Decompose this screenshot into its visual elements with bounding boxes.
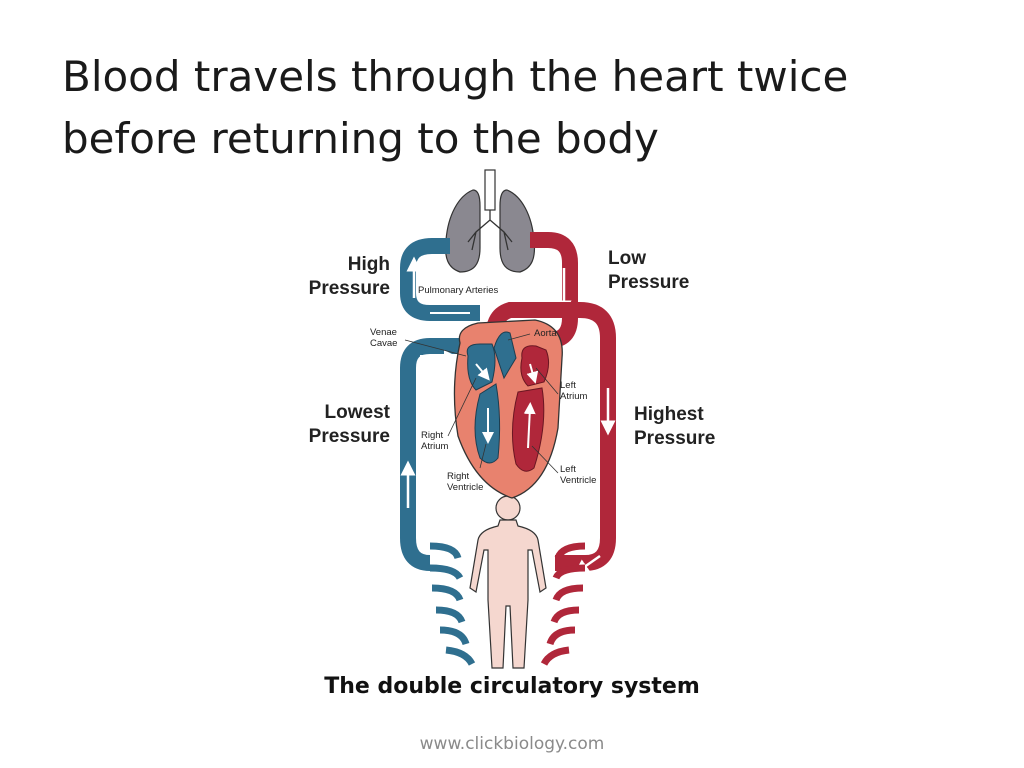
left-atrium (520, 345, 550, 387)
circulation-svg: High Pressure Low Pressure Lowest Pressu… (309, 169, 715, 669)
label-highest-pressure-1: Highest (634, 404, 704, 425)
body-capillaries-left (429, 542, 476, 666)
diagram-caption: The double circulatory system (324, 674, 700, 699)
label-left-atrium-2: Atrium (560, 391, 588, 402)
label-high-pressure-1: High (348, 254, 390, 275)
label-low-pressure-1: Low (608, 248, 646, 269)
right-atrium (466, 343, 496, 391)
source-url: www.clickbiology.com (419, 734, 605, 754)
slide-title: Blood travels through the heart twice be… (62, 46, 982, 170)
label-low-pressure-2: Pressure (608, 272, 689, 293)
leader-lines (404, 333, 559, 474)
label-right-ventricle-2: Ventricle (447, 482, 483, 493)
label-right-ventricle-1: Right (447, 471, 470, 482)
label-highest-pressure-2: Pressure (634, 428, 715, 449)
label-left-ventricle-2: Ventricle (560, 475, 596, 486)
label-lowest-pressure-2: Pressure (309, 426, 390, 447)
label-aorta: Aorta (534, 328, 557, 339)
double-circulation-diagram: High Pressure Low Pressure Lowest Pressu… (280, 168, 740, 673)
pulmonary-artery-vessel (400, 238, 480, 321)
bronchi (467, 210, 513, 251)
right-lung (499, 189, 536, 273)
body-capillaries-right (540, 542, 586, 666)
pulmonary-trunk (493, 331, 517, 380)
label-left-atrium-1: Left (560, 380, 576, 391)
heart (453, 319, 563, 499)
lungs (444, 169, 536, 273)
label-right-atrium-2: Atrium (421, 441, 449, 452)
label-pulmonary-arteries: Pulmonary Arteries (418, 285, 499, 296)
label-right-atrium-1: Right (421, 430, 444, 441)
title-line-1: Blood travels through the heart twice (62, 52, 849, 101)
systemic-vein-vessel (400, 338, 465, 571)
left-lung (444, 189, 481, 273)
title-line-2: before returning to the body (62, 114, 659, 163)
label-lowest-pressure-1: Lowest (325, 402, 391, 423)
label-left-ventricle-1: Left (560, 464, 576, 475)
trachea (484, 169, 496, 211)
human-body (469, 495, 547, 669)
systemic-artery-vessel (555, 338, 616, 571)
label-venae-cavae-2: Cavae (370, 338, 397, 349)
label-venae-cavae-1: Venae (370, 327, 397, 338)
label-high-pressure-2: Pressure (309, 278, 390, 299)
